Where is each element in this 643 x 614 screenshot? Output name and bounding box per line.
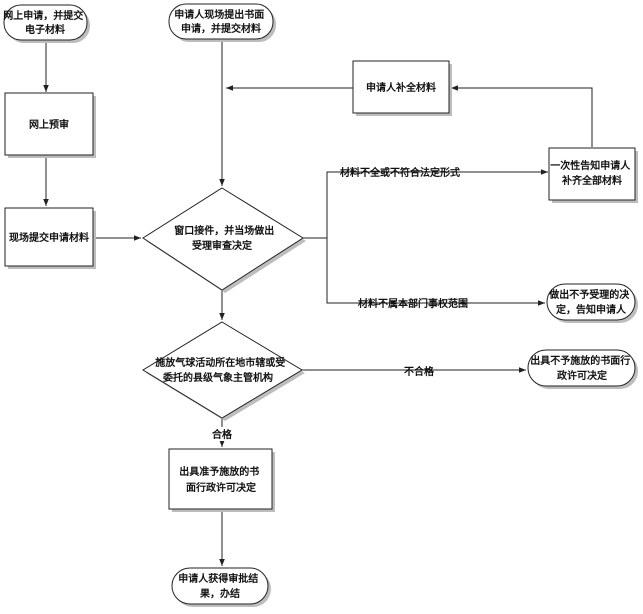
node-review-line-2: 委托的县级气象主管机构 [162, 371, 273, 384]
node-label: 做出不予受理的决 定，告知申请人 [548, 288, 632, 316]
node-onsite-apply-line-1: 申请人现场提出书面 [174, 8, 264, 21]
node-label: 申请人获得审批结 果，办结 [178, 572, 261, 600]
node-deny-decision: 出具不予施放的书面行 政许可决定 [527, 349, 638, 389]
edge-labels: 材料不全或不符合法定形式 材料不属本部门事权范围 不合格 合格 [209, 166, 468, 441]
node-approve-decision: 出具准予施放的书 面行政许可决定 [168, 448, 275, 512]
node-not-accept: 做出不予受理的决 定，告知申请人 [546, 283, 638, 323]
node-window-accept: 窗口接件，并当场做出 受理审查决定 [142, 187, 306, 293]
node-deny-decision-line-1: 出具不予施放的书面行 [530, 354, 630, 367]
node-window-accept-line-2: 受理审查决定 [192, 239, 252, 252]
node-finish-line-1: 申请人获得审批结 [178, 572, 258, 585]
node-onsite-submit-line-1: 现场提交申请材料 [9, 231, 89, 244]
node-notify-once-line-1: 一次性告知申请人 [550, 159, 631, 172]
edge-label-pass: 合格 [211, 428, 233, 441]
node-review: 施放气球活动所在地市辖或受 委托的县级气象主管机构 [142, 321, 305, 421]
node-deny-decision-line-2: 政许可决定 [557, 369, 607, 382]
node-onsite-submit: 现场提交申请材料 [4, 207, 96, 269]
node-online-apply-line-2: 电子材料 [25, 23, 65, 36]
node-finish: 申请人获得审批结 果，办结 [171, 567, 271, 607]
node-online-apply-line-1: 网上申请，并提交 [3, 9, 83, 22]
nodes: 网上申请，并提交 电子材料 申请人现场提出书面 申请，并提交材料 网上预审 现场… [3, 3, 638, 607]
node-label: 施放气球活动所在地市辖或受 委托的县级气象主管机构 [155, 356, 288, 384]
node-approve-decision-line-1: 出具准予施放的书 [179, 465, 259, 478]
node-not-accept-line-1: 做出不予受理的决 [548, 288, 630, 301]
edge-label-fail: 不合格 [404, 365, 435, 378]
node-label: 出具准予施放的书 面行政许可决定 [179, 465, 262, 494]
edge-notify-to-supplement [451, 85, 593, 147]
node-label: 窗口接件，并当场做出 受理审查决定 [174, 224, 277, 252]
node-label: 一次性告知申请人 补齐全部材料 [550, 159, 633, 187]
node-window-accept-line-1: 窗口接件，并当场做出 [174, 224, 274, 237]
node-online-apply: 网上申请，并提交 电子材料 [3, 4, 90, 43]
edges [43, 39, 593, 566]
edge-window-to-notify [303, 169, 548, 239]
node-online-precheck: 网上预审 [4, 92, 96, 158]
node-label: 出具不予施放的书面行 政许可决定 [530, 354, 633, 382]
node-label: 申请人现场提出书面 申请，并提交材料 [174, 8, 267, 35]
node-supplement-line-1: 申请人补全材料 [366, 81, 436, 94]
node-finish-line-2: 果，办结 [199, 587, 240, 600]
node-review-line-1: 施放气球活动所在地市辖或受 [155, 356, 285, 369]
node-label: 网上申请，并提交 电子材料 [3, 9, 86, 36]
node-onsite-apply: 申请人现场提出书面 申请，并提交材料 [168, 3, 276, 42]
node-notify-once: 一次性告知申请人 补齐全部材料 [548, 147, 638, 203]
node-online-precheck-line-1: 网上预审 [29, 118, 69, 131]
node-onsite-apply-line-2: 申请，并提交材料 [181, 22, 261, 35]
edge-window-to-not-accept [326, 238, 545, 306]
node-supplement: 申请人补全材料 [352, 60, 452, 116]
node-approve-decision-line-2: 面行政许可决定 [186, 481, 256, 494]
edge-label-out-of-scope: 材料不属本部门事权范围 [358, 297, 468, 310]
node-not-accept-line-2: 定，告知申请人 [556, 303, 627, 316]
edge-label-incomplete: 材料不全或不符合法定形式 [340, 166, 460, 179]
node-notify-once-line-2: 补齐全部材料 [561, 174, 622, 187]
